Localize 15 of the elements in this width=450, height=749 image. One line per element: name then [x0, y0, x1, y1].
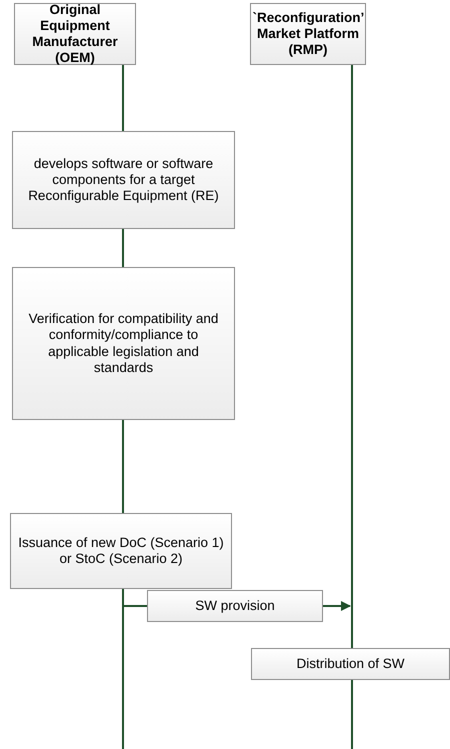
lifeline	[122, 589, 124, 749]
lifeline	[351, 65, 353, 648]
process-box: Issuance of new DoC (Scenario 1) or StoC (Scenario 2)	[10, 513, 232, 589]
message-box: SW provision	[147, 590, 323, 622]
participant-box: `Reconfiguration’ Market Platform (RMP)	[250, 3, 366, 65]
lifeline	[123, 605, 147, 607]
lifeline	[122, 65, 124, 131]
participant-box: Original Equipment Manufacturer (OEM)	[14, 3, 136, 65]
process-box: Verification for compatibility and conformity/compliance to applicable legislation and standards	[12, 267, 235, 420]
lifeline	[351, 680, 353, 749]
process-box: Distribution of SW	[251, 648, 450, 680]
lifeline	[122, 420, 124, 513]
lifeline	[122, 229, 124, 267]
arrow	[323, 601, 351, 611]
process-box: develops software or software components for a target Reconfigurable Equipment (RE)	[12, 131, 235, 229]
